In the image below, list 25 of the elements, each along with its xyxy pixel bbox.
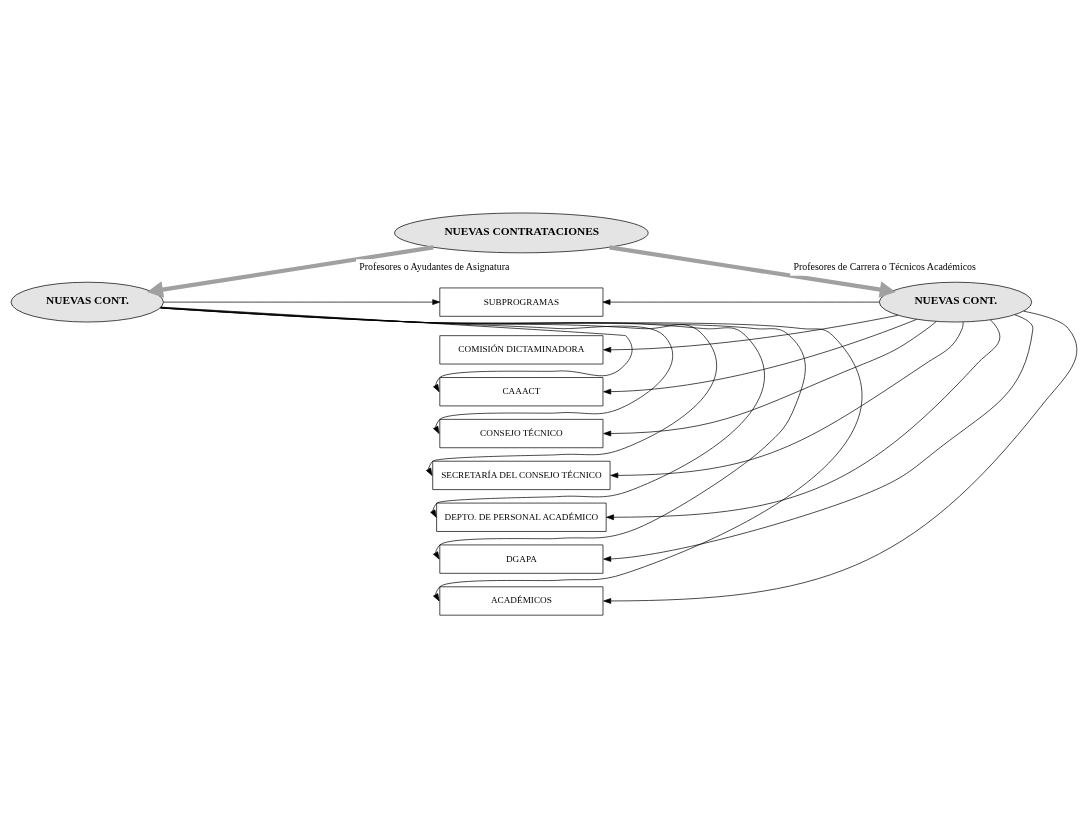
arrow: [160, 307, 806, 559]
arrow: [603, 320, 937, 436]
node-box: ACADÉMICOS: [439, 585, 604, 615]
node-box: SUBPROGRAMAS: [439, 287, 604, 317]
arrow: [602, 298, 880, 305]
arrow: [603, 318, 917, 394]
arrow: [609, 244, 896, 298]
arrow: [606, 319, 1001, 520]
node-box: SECRETARÍA DEL CONSEJO TÉCNICO: [432, 460, 611, 490]
node-box: COMISIÓN DICTAMINADORA: [439, 334, 604, 364]
arrow: [147, 244, 434, 298]
arrow: [160, 307, 862, 601]
arrow: [163, 298, 441, 305]
node-box: CAAACT: [439, 376, 604, 406]
node-box: CONSEJO TÉCNICO: [439, 418, 604, 448]
arrow: [603, 310, 1078, 604]
arrow: [610, 321, 964, 478]
node-box: DGAPA: [439, 544, 604, 574]
arrow: [603, 314, 899, 353]
node-ellipse: NUEVAS CONTRATACIONES: [394, 212, 649, 253]
node-box: DEPTO. DE PERSONAL ACADÉMICO: [436, 502, 607, 532]
arrow: [603, 313, 1034, 562]
edge-label: Profesores de Carrera o Técnicos Académicos: [793, 260, 976, 272]
arrow: [160, 307, 765, 518]
edge-label: Profesores o Ayudantes de Asignatura: [359, 260, 510, 272]
